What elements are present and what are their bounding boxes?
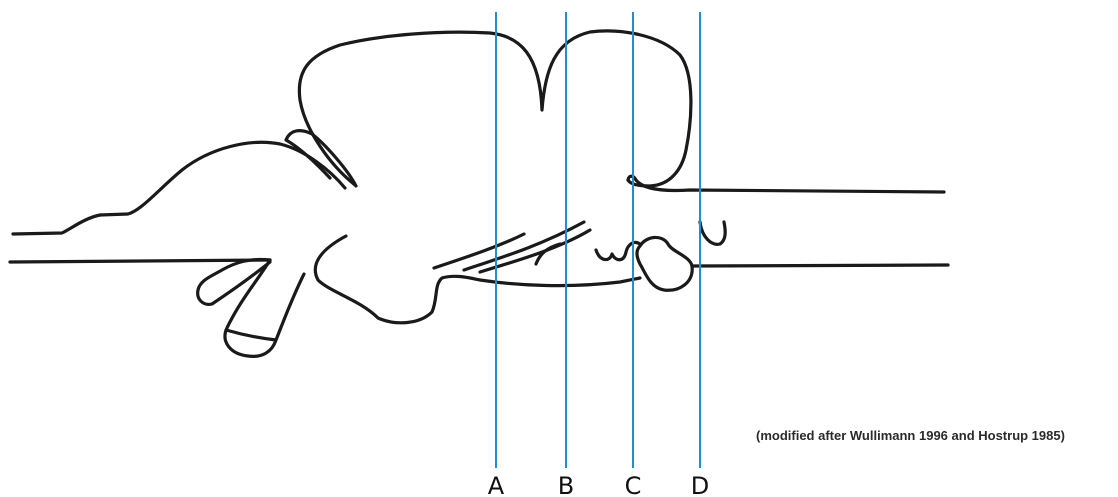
- optic-nerve: [198, 259, 304, 356]
- spinal-cord-lower-line: [692, 265, 948, 266]
- hypothalamic-lobe: [637, 237, 692, 290]
- section-label-d: D: [691, 472, 709, 497]
- source-credit: (modified after Wullimann 1996 and Hostr…: [756, 428, 1065, 443]
- spinal-cord-upper-line: [628, 176, 944, 192]
- section-label-c: C: [625, 472, 642, 497]
- brain-outline: [10, 31, 948, 356]
- section-label-b: B: [558, 472, 574, 497]
- section-label-a: A: [488, 472, 505, 497]
- telencephalon-dorsal-outline: [13, 142, 345, 234]
- cup-structure: [700, 222, 725, 244]
